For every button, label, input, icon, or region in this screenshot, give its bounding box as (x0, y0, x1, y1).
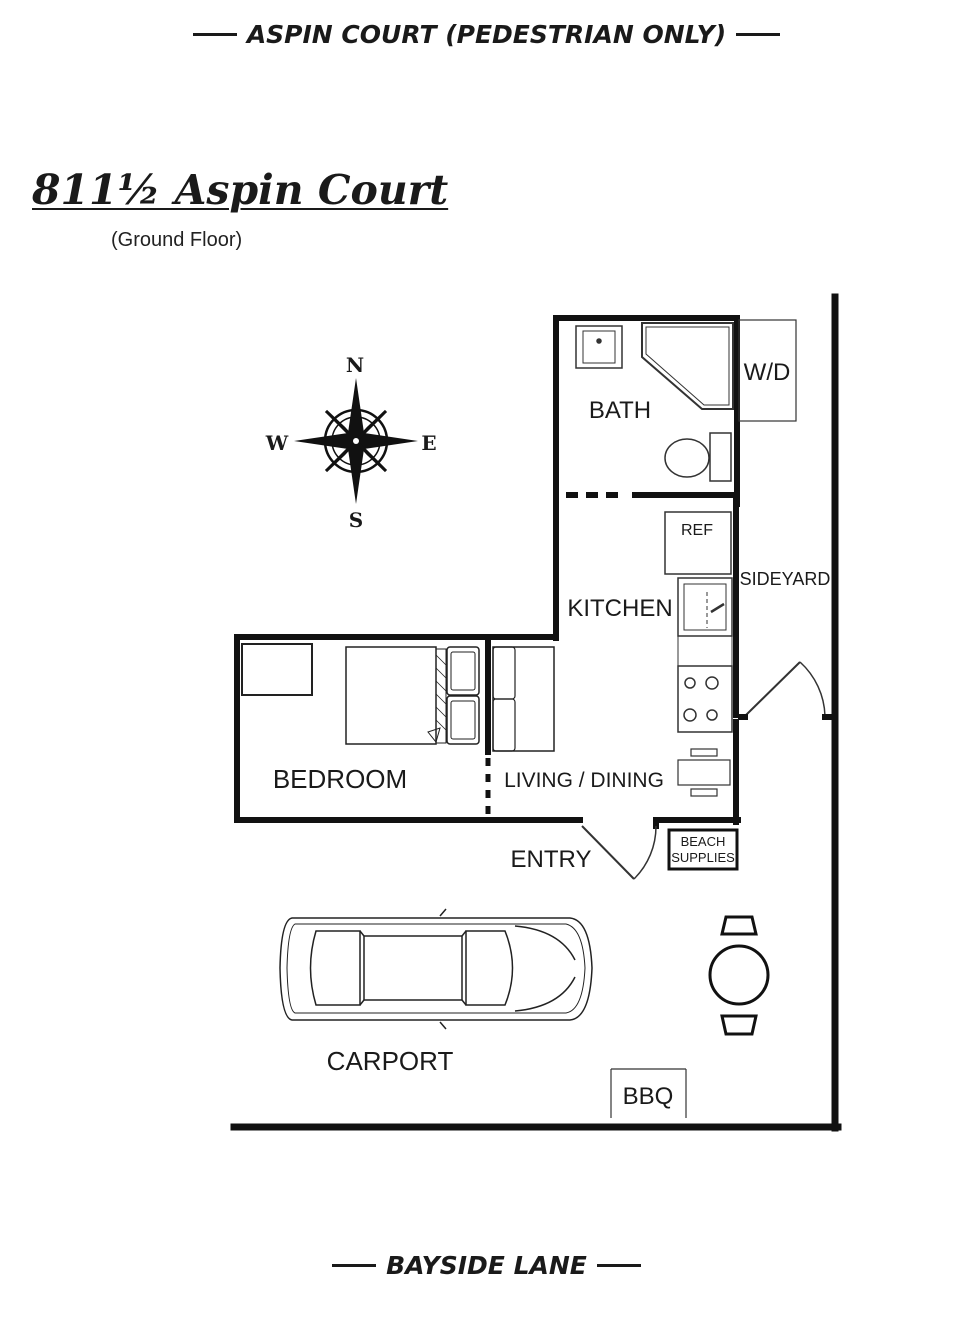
beach-supplies-box (667, 828, 739, 871)
washer-dryer-label: W/D (744, 359, 791, 386)
bath-label: BATH (589, 397, 651, 424)
bbq-box (610, 1068, 687, 1118)
street-dash-right-bottom (596, 1264, 641, 1267)
compass-n-label: N (346, 353, 364, 377)
compass-s-label: S (349, 508, 363, 532)
bbq-label: BBQ (623, 1083, 674, 1110)
living-dining-label: LIVING / DINING (504, 769, 664, 792)
bayside-lane-label: BAYSIDE LANE (386, 1251, 587, 1280)
compass-rose (294, 378, 418, 504)
street-dash-right (736, 33, 781, 36)
street-label-bottom: BAYSIDE LANE (0, 1251, 973, 1280)
beach-supplies-label-1: BEACH (681, 834, 726, 849)
bath-fixtures (575, 322, 734, 482)
sideyard-label: SIDEYARD (740, 569, 831, 589)
carport-label: CARPORT (327, 1046, 454, 1076)
sideyard-door (738, 661, 832, 720)
refrigerator-label: REF (681, 522, 713, 539)
beach-supplies-label-2: SUPPLIES (671, 850, 735, 865)
street-dash-left (192, 33, 237, 36)
patio-table (708, 915, 770, 1036)
unit-walls (234, 315, 741, 829)
compass-w-label: W (265, 431, 289, 455)
car-icon (279, 908, 593, 1030)
kitchen-fixtures (664, 511, 733, 733)
floorplan-title: 811½ Aspin Court (32, 166, 449, 214)
bedroom-furniture (241, 643, 555, 752)
street-dash-left-bottom (332, 1264, 377, 1267)
entry-label: ENTRY (511, 846, 592, 873)
floor-subtitle: (Ground Floor) (111, 229, 243, 251)
kitchen-label: KITCHEN (567, 595, 672, 622)
dining-table (677, 748, 731, 797)
entry-door (581, 825, 657, 880)
bedroom-label: BEDROOM (273, 764, 407, 794)
property-walls (230, 293, 842, 1132)
compass-e-label: E (421, 431, 436, 455)
aspin-court-label: ASPIN COURT (PEDESTRIAN ONLY) (246, 20, 727, 49)
washer-dryer-closet (738, 319, 797, 422)
street-label-top: ASPIN COURT (PEDESTRIAN ONLY) (0, 20, 973, 49)
